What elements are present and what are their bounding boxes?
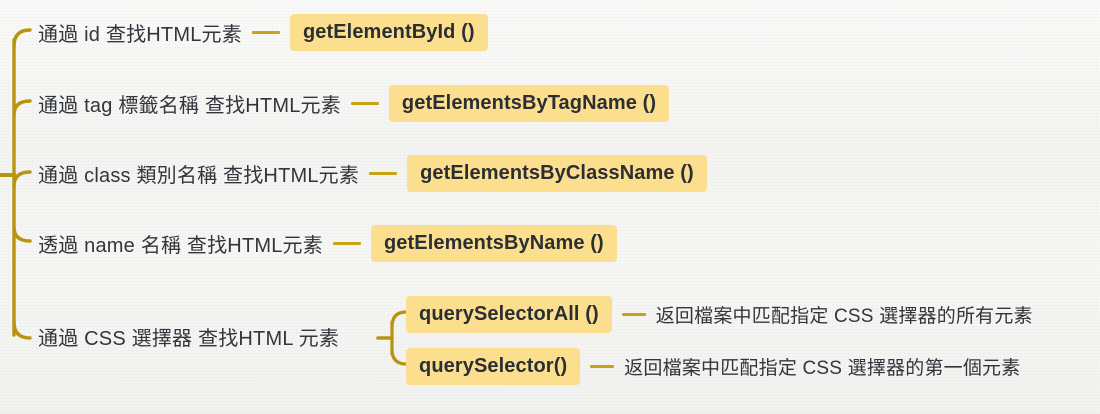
child-row-query-selector-all: querySelectorAll () 返回檔案中匹配指定 CSS 選擇器的所有… [406,296,1033,333]
branch-row-by-tag: 通過 tag 標籤名稱 查找HTML元素 getElementsByTagNam… [38,85,670,122]
method-chip-get-element-by-id: getElementById () [289,14,488,51]
connector-dash-by-id [251,31,280,34]
branch-label-by-id: 通過 id 查找HTML元素 [38,24,242,46]
branch-label-by-name: 透過 name 名稱 查找HTML元素 [38,235,323,257]
description-query-selector: 返回檔案中匹配指定 CSS 選擇器的第一個元素 [624,358,1021,379]
branch-row-by-class: 通過 class 類別名稱 查找HTML元素 getElementsByClas… [38,155,707,192]
connector-dash-by-class [369,172,398,175]
branch-label-by-tag: 通過 tag 標籤名稱 查找HTML元素 [38,95,341,117]
method-chip-query-selector: querySelector() [406,348,581,385]
description-query-selector-all: 返回檔案中匹配指定 CSS 選擇器的所有元素 [655,306,1033,327]
method-chip-query-selector-all: querySelectorAll () [406,296,612,333]
connector-dash-query-selector-all [621,313,646,316]
branch-label-by-class: 通過 class 類別名稱 查找HTML元素 [38,165,360,187]
connector-dash-by-name [332,242,361,245]
method-chip-get-elements-by-class-name: getElementsByClassName () [407,155,707,192]
branch-row-by-css-selector: 通過 CSS 選擇器 查找HTML 元素 [38,322,339,351]
method-chip-get-elements-by-name: getElementsByName () [370,225,617,262]
branch-label-by-css-selector: 通過 CSS 選擇器 查找HTML 元素 [38,328,340,350]
branch-row-by-name: 透過 name 名稱 查找HTML元素 getElementsByName () [38,225,617,262]
connector-dash-by-tag [350,102,379,105]
method-chip-get-elements-by-tag-name: getElementsByTagName () [388,85,670,122]
connector-dash-query-selector [590,365,615,368]
branch-row-by-id: 通過 id 查找HTML元素 getElementById () [38,14,488,51]
child-row-query-selector: querySelector() 返回檔案中匹配指定 CSS 選擇器的第一個元素 [406,348,1020,385]
